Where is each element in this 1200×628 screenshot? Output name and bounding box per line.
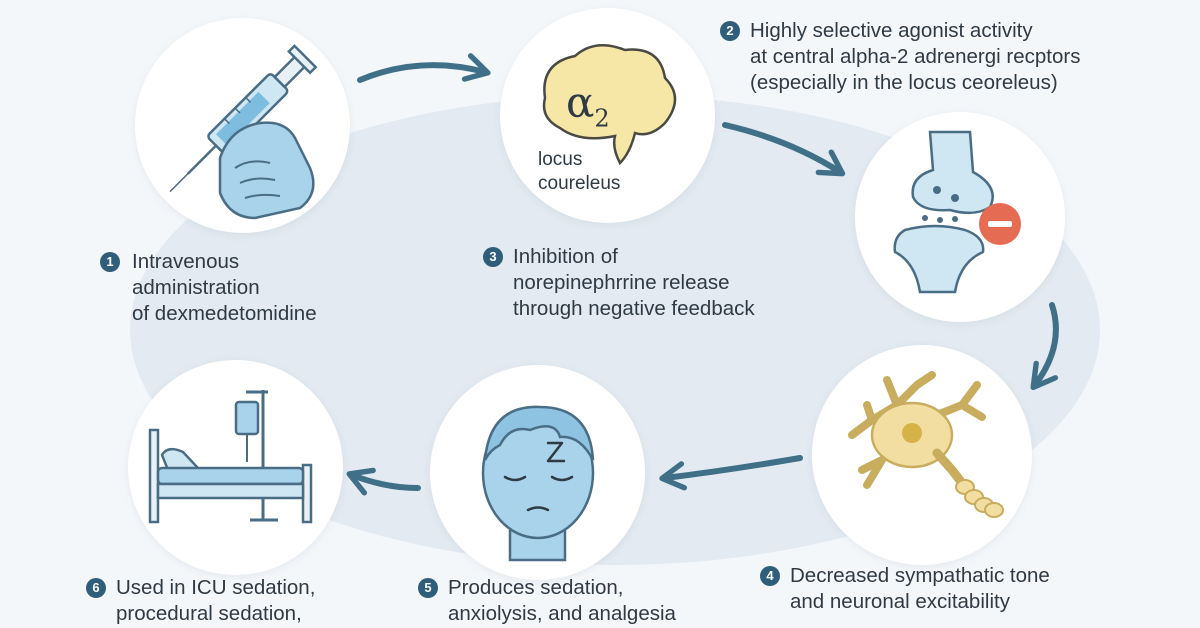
step-1-badge: 1 bbox=[100, 252, 120, 272]
face-node bbox=[430, 365, 645, 580]
step-5-label: 5 Produces sedation, anxiolysis, and ana… bbox=[418, 575, 676, 627]
step-4-label: 4 Decreased sympathatic tone and neurona… bbox=[760, 563, 1050, 615]
arrow-neuron-to-face bbox=[659, 455, 803, 491]
arrow-synapse-to-neuron bbox=[1030, 302, 1059, 391]
synapse-node bbox=[855, 112, 1065, 322]
arrow-1-to-2 bbox=[357, 53, 491, 83]
neuron-icon bbox=[848, 371, 1004, 518]
brain-label-line1: locus bbox=[538, 149, 583, 170]
sleeping-face-icon bbox=[481, 405, 595, 562]
neuron-node bbox=[812, 345, 1032, 565]
arrow-2-to-synapse bbox=[722, 122, 846, 177]
step-6-label: 6 Used in ICU sedation, procedural sedat… bbox=[86, 575, 315, 627]
bed-node bbox=[128, 360, 343, 575]
hospital-bed-iv-icon bbox=[148, 390, 313, 524]
step-1-line-3: of dexmedetomidine bbox=[132, 302, 317, 325]
step-2-badge: 2 bbox=[720, 21, 740, 41]
step-3-line-3: through negative feedback bbox=[513, 297, 755, 320]
step-5-line-1: Produces sedation, bbox=[448, 576, 624, 599]
step-3-badge: 3 bbox=[483, 247, 503, 267]
step-6-line-1: Used in ICU sedation, bbox=[116, 576, 316, 599]
step-6-badge: 6 bbox=[86, 578, 106, 598]
alpha-subscript: 2 bbox=[594, 104, 610, 133]
step-3-label: 3 Inhibition of norepinephrrine release … bbox=[483, 244, 755, 322]
arrow-face-to-bed bbox=[346, 467, 421, 496]
step-5-badge: 5 bbox=[418, 578, 438, 598]
syringe-node bbox=[135, 18, 350, 233]
step-4-line-1: Decreased sympathatic tone bbox=[790, 564, 1050, 587]
step-6-line-2: procedural sedation, bbox=[116, 602, 302, 625]
alpha-symbol: α bbox=[566, 78, 595, 127]
step-1-line-2: administration bbox=[132, 276, 260, 299]
syringe-hand-icon bbox=[169, 44, 318, 220]
step-2-line-2: at central alpha-2 adrenergi recptors bbox=[750, 45, 1081, 68]
step-5-line-2: anxiolysis, and analgesia bbox=[448, 602, 676, 625]
step-3-line-1: Inhibition of bbox=[513, 245, 618, 268]
brain-alpha2-icon bbox=[542, 43, 677, 166]
step-1-line-1: Intravenous bbox=[132, 250, 240, 273]
step-1-label: 1 Intravenous administration of dexmedet… bbox=[100, 249, 317, 327]
brain-label-line2: coureleus bbox=[538, 173, 621, 194]
step-2-line-1: Highly selective agonist activity bbox=[750, 19, 1033, 42]
step-2-line-3: (especially in the locus ceoreleus) bbox=[750, 71, 1058, 94]
brain-node: α2 locus coureleus bbox=[500, 8, 715, 223]
step-3-line-2: norepinephrrine release bbox=[513, 271, 730, 294]
step-4-badge: 4 bbox=[760, 566, 780, 586]
step-4-line-2: and neuronal excitability bbox=[790, 590, 1010, 613]
step-2-label: 2 Highly selective agonist activity at c… bbox=[720, 18, 1080, 96]
synapse-inhibition-icon bbox=[893, 130, 1021, 294]
